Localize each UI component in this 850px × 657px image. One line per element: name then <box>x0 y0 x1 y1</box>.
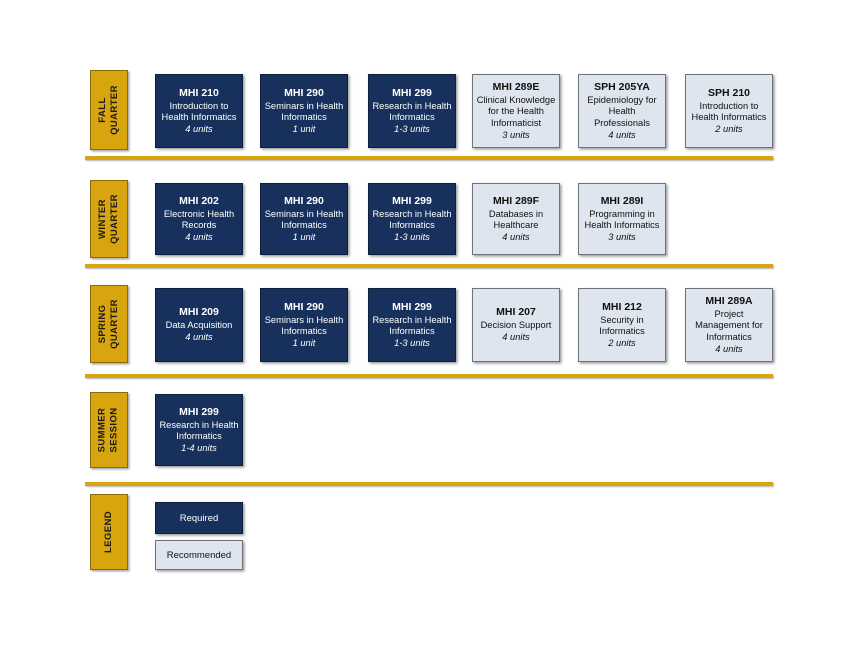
legend-label-text: LEGEND <box>103 511 114 553</box>
course-title: Clinical Knowledge for the Health Inform… <box>476 94 556 128</box>
legend-swatch-recommended: Recommended <box>155 540 243 570</box>
course-box[interactable]: SPH 210 Introduction to Health Informati… <box>685 74 773 148</box>
row-divider <box>85 374 773 378</box>
course-box[interactable]: MHI 290 Seminars in Health Informatics 1… <box>260 183 348 255</box>
course-box[interactable]: SPH 205YA Epidemiology for Health Profes… <box>578 74 666 148</box>
course-code: MHI 299 <box>179 405 219 418</box>
course-title: Research in Health Informatics <box>372 314 452 337</box>
course-box[interactable]: MHI 299 Research in Health Informatics 1… <box>368 74 456 148</box>
row-divider <box>85 482 773 486</box>
course-units: 1-4 units <box>181 442 217 453</box>
legend-required-text: Required <box>179 512 219 524</box>
row-divider <box>85 264 773 268</box>
course-title: Research in Health Informatics <box>372 208 452 231</box>
course-title: Seminars in Health Informatics <box>264 208 344 231</box>
course-units: 1 unit <box>292 231 316 242</box>
course-units: 4 units <box>502 332 530 342</box>
legend-recommended-text: Recommended <box>166 549 232 561</box>
course-title: Seminars in Health Informatics <box>264 314 344 337</box>
course-units: 4 units <box>502 231 530 242</box>
course-box[interactable]: MHI 299 Research in Health Informatics 1… <box>368 183 456 255</box>
course-box[interactable]: MHI 212 Security in Informatics 2 units <box>578 288 666 362</box>
course-code: SPH 210 <box>707 86 751 99</box>
legend-swatch-required: Required <box>155 502 243 534</box>
course-box[interactable]: MHI 210 Introduction to Health Informati… <box>155 74 243 148</box>
course-code: MHI 209 <box>179 306 219 319</box>
course-code: MHI 289A <box>705 294 753 307</box>
course-code: MHI 299 <box>392 86 432 99</box>
course-units: 4 units <box>608 129 636 140</box>
course-title: Introduction to Health Informatics <box>161 100 237 123</box>
course-units: 4 units <box>185 123 213 134</box>
course-units: 3 units <box>608 231 636 242</box>
course-box[interactable]: MHI 209 Data Acquisition 4 units <box>155 288 243 362</box>
course-box[interactable]: MHI 202 Electronic Health Records 4 unit… <box>155 183 243 255</box>
course-box[interactable]: MHI 299 Research in Health Informatics 1… <box>368 288 456 362</box>
course-box[interactable]: MHI 289E Clinical Knowledge for the Heal… <box>472 74 560 148</box>
course-box[interactable]: MHI 290 Seminars in Health Informatics 1… <box>260 288 348 362</box>
course-code: MHI 290 <box>284 194 324 207</box>
row-divider <box>85 156 773 160</box>
course-title: Programming in Health Informatics <box>584 208 660 231</box>
course-units: 4 units <box>185 231 213 242</box>
course-code: MHI 289I <box>600 194 644 207</box>
course-code: MHI 299 <box>392 194 432 207</box>
course-title: Seminars in Health Informatics <box>264 100 344 123</box>
course-box[interactable]: MHI 299 Research in Health Informatics 1… <box>155 394 243 466</box>
course-box[interactable]: MHI 289I Programming in Health Informati… <box>578 183 666 255</box>
course-code: MHI 202 <box>179 194 219 207</box>
course-title: Introduction to Health Informatics <box>691 100 767 123</box>
course-title: Research in Health Informatics <box>372 100 452 123</box>
course-units: 3 units <box>502 129 530 140</box>
course-units: 2 units <box>715 123 743 134</box>
course-code: MHI 290 <box>284 86 324 99</box>
course-box[interactable]: MHI 289F Databases in Healthcare 4 units <box>472 183 560 255</box>
course-title: Databases in Healthcare <box>488 208 544 231</box>
course-title: Decision Support <box>480 320 552 331</box>
course-units: 4 units <box>715 343 743 354</box>
course-units: 1 unit <box>292 337 316 348</box>
course-units: 1-3 units <box>394 123 430 134</box>
course-units: 2 units <box>608 337 636 348</box>
course-box[interactable]: MHI 290 Seminars in Health Informatics 1… <box>260 74 348 148</box>
course-box[interactable]: MHI 207 Decision Support 4 units <box>472 288 560 362</box>
course-code: MHI 207 <box>496 306 536 319</box>
course-code: MHI 212 <box>602 300 642 313</box>
course-code: MHI 289E <box>492 80 540 93</box>
course-code: MHI 210 <box>179 86 219 99</box>
course-code: SPH 205YA <box>594 80 650 93</box>
course-units: 4 units <box>185 332 213 342</box>
course-units: 1-3 units <box>394 337 430 348</box>
course-title: Research in Health Informatics <box>159 419 239 442</box>
legend-label: LEGEND <box>90 494 128 570</box>
course-title: Electronic Health Records <box>163 208 235 231</box>
course-units: 1-3 units <box>394 231 430 242</box>
course-title: Project Management for Informatics <box>695 308 763 342</box>
course-code: MHI 299 <box>392 300 432 313</box>
course-code: MHI 290 <box>284 300 324 313</box>
course-title: Security in Informatics <box>599 314 645 337</box>
course-box[interactable]: MHI 289A Project Management for Informat… <box>685 288 773 362</box>
course-units: 1 unit <box>292 123 316 134</box>
course-code: MHI 289F <box>492 194 540 207</box>
course-title: Epidemiology for Health Professionals <box>587 94 657 128</box>
course-title: Data Acquisition <box>165 320 233 331</box>
